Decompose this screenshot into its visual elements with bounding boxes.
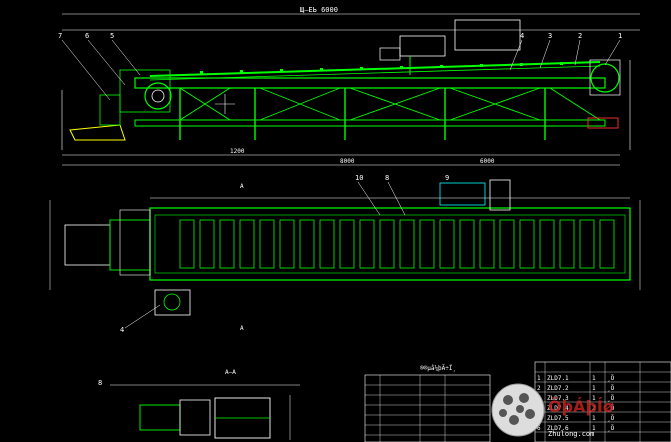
section-title: A—A [225,369,236,376]
table-cell: 1 [592,375,596,382]
dim-2: 8000 [340,158,355,165]
support-legs [179,88,546,140]
plan-callout-9: 9 [445,174,449,182]
watermark-sub: Zhulong.com [548,430,594,438]
callout-3: 3 [548,32,552,40]
watermark: ÖþÁþÍø Zhulong.com [491,383,614,438]
plan-motor [154,289,191,316]
plan-callout-4: 4 [120,326,124,334]
table-cell: 1 [537,375,541,382]
section-mark-a2: A [240,325,244,332]
tail-sprocket [144,82,172,110]
table-cell: 2 [537,385,541,392]
callout-1: 1 [618,32,622,40]
plan-flights [179,219,615,269]
chain-links [200,62,563,74]
dim-1: 1200 [230,148,245,155]
table-cell: 2 [592,405,596,412]
parts-table-left: ®®µå¼þÃ÷Ï¸ [364,365,491,442]
table-cell: ZLD7.1 [547,375,569,382]
drive-motor [454,19,521,51]
chain-line [149,61,601,77]
callout-7: 7 [58,32,62,40]
table-cell: 1 [592,385,596,392]
table-cell: ZLD7.4 [547,405,569,412]
table-cell: 1 [592,425,596,432]
table-cell: ¸Ö [607,425,615,432]
table-cell: 6 [537,425,541,432]
plan-callout-10: 10 [355,174,363,182]
head-sprocket [590,63,620,93]
section-view: A—A 8 [98,369,300,440]
plan-drive [439,182,486,206]
watermark-text: ÖþÁþÍø [548,397,614,416]
conveyor-bottom-chord [134,119,606,127]
plan-callout-8: 8 [385,174,389,182]
table-cell: ¸Ö [607,375,615,382]
discharge-chute [69,124,126,141]
callout-6: 6 [85,32,89,40]
section-mark-a: A [240,183,244,190]
table-cell: ZLD7.2 [547,385,569,392]
table-cell: ZLD7.5 [547,415,569,422]
plan-view: 10 8 9 4 A A [49,174,641,334]
section-callout-8: 8 [98,379,102,387]
table-cell: ZLD7.3 [547,395,569,402]
top-title: Щ—ЕЬ 6000 [300,6,338,14]
table-cell: ¸Ö [607,415,615,422]
truss-members [179,87,601,121]
table-title: ®®µå¼þÃ÷Ï¸ [420,365,456,372]
table-cell: ZLD7.6 [547,425,569,432]
table-cell: ¸Ö [607,405,615,412]
callout-4: 4 [520,32,524,40]
table-cell: ¸Ö [607,385,615,392]
callout-5: 5 [110,32,114,40]
table-cell: 1 [592,395,596,402]
dim-3: 6000 [480,158,495,165]
elevation-view: Щ—ЕЬ 6000 [58,6,640,166]
callout-2: 2 [578,32,582,40]
table-cell: ¸Ö [607,395,615,402]
table-cell: 1 [592,415,596,422]
